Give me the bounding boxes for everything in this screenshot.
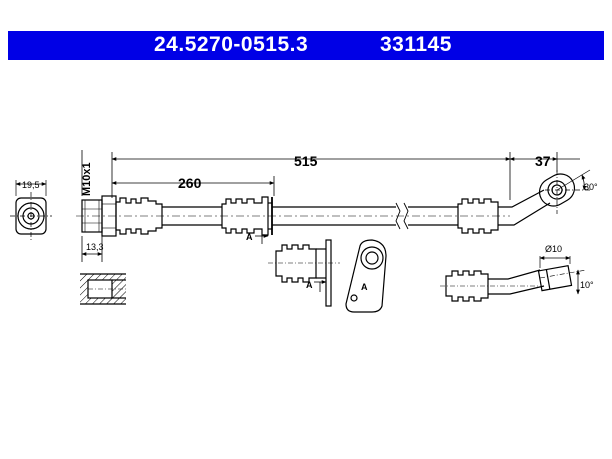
angle-10-label: 10° <box>580 280 594 290</box>
fitting-end-view <box>10 180 52 240</box>
section-a-plate: A <box>361 282 368 292</box>
end-length-label: 37 <box>535 153 551 169</box>
thread-label: M10x1 <box>81 162 93 196</box>
center-bracket <box>221 196 269 236</box>
section-view-a <box>268 239 340 307</box>
detail-view <box>440 256 587 302</box>
banjo-diameter-label: Ø10 <box>545 244 562 254</box>
section-a-view: A <box>306 280 313 290</box>
angle-30-label: 30° <box>584 182 598 192</box>
part-number: 24.5270-0515.3 <box>154 33 309 56</box>
title-bar: 24.5270-0515.3 331145 <box>8 31 604 60</box>
partial-length-label: 260 <box>178 175 202 191</box>
dimension-lines <box>81 150 580 262</box>
fitting-section-view <box>80 273 126 305</box>
crimp-sleeve-right <box>457 198 499 234</box>
fitting-width-label: 13,3 <box>86 242 104 252</box>
hose-assembly <box>76 169 591 237</box>
crimp-sleeve-left <box>115 197 163 235</box>
bracket-plate <box>345 239 387 313</box>
total-length-label: 515 <box>294 153 318 169</box>
fitting-diameter-label: 19,5 <box>22 180 40 190</box>
reference-number: 331145 <box>380 33 452 56</box>
section-a-main: A <box>246 232 253 242</box>
